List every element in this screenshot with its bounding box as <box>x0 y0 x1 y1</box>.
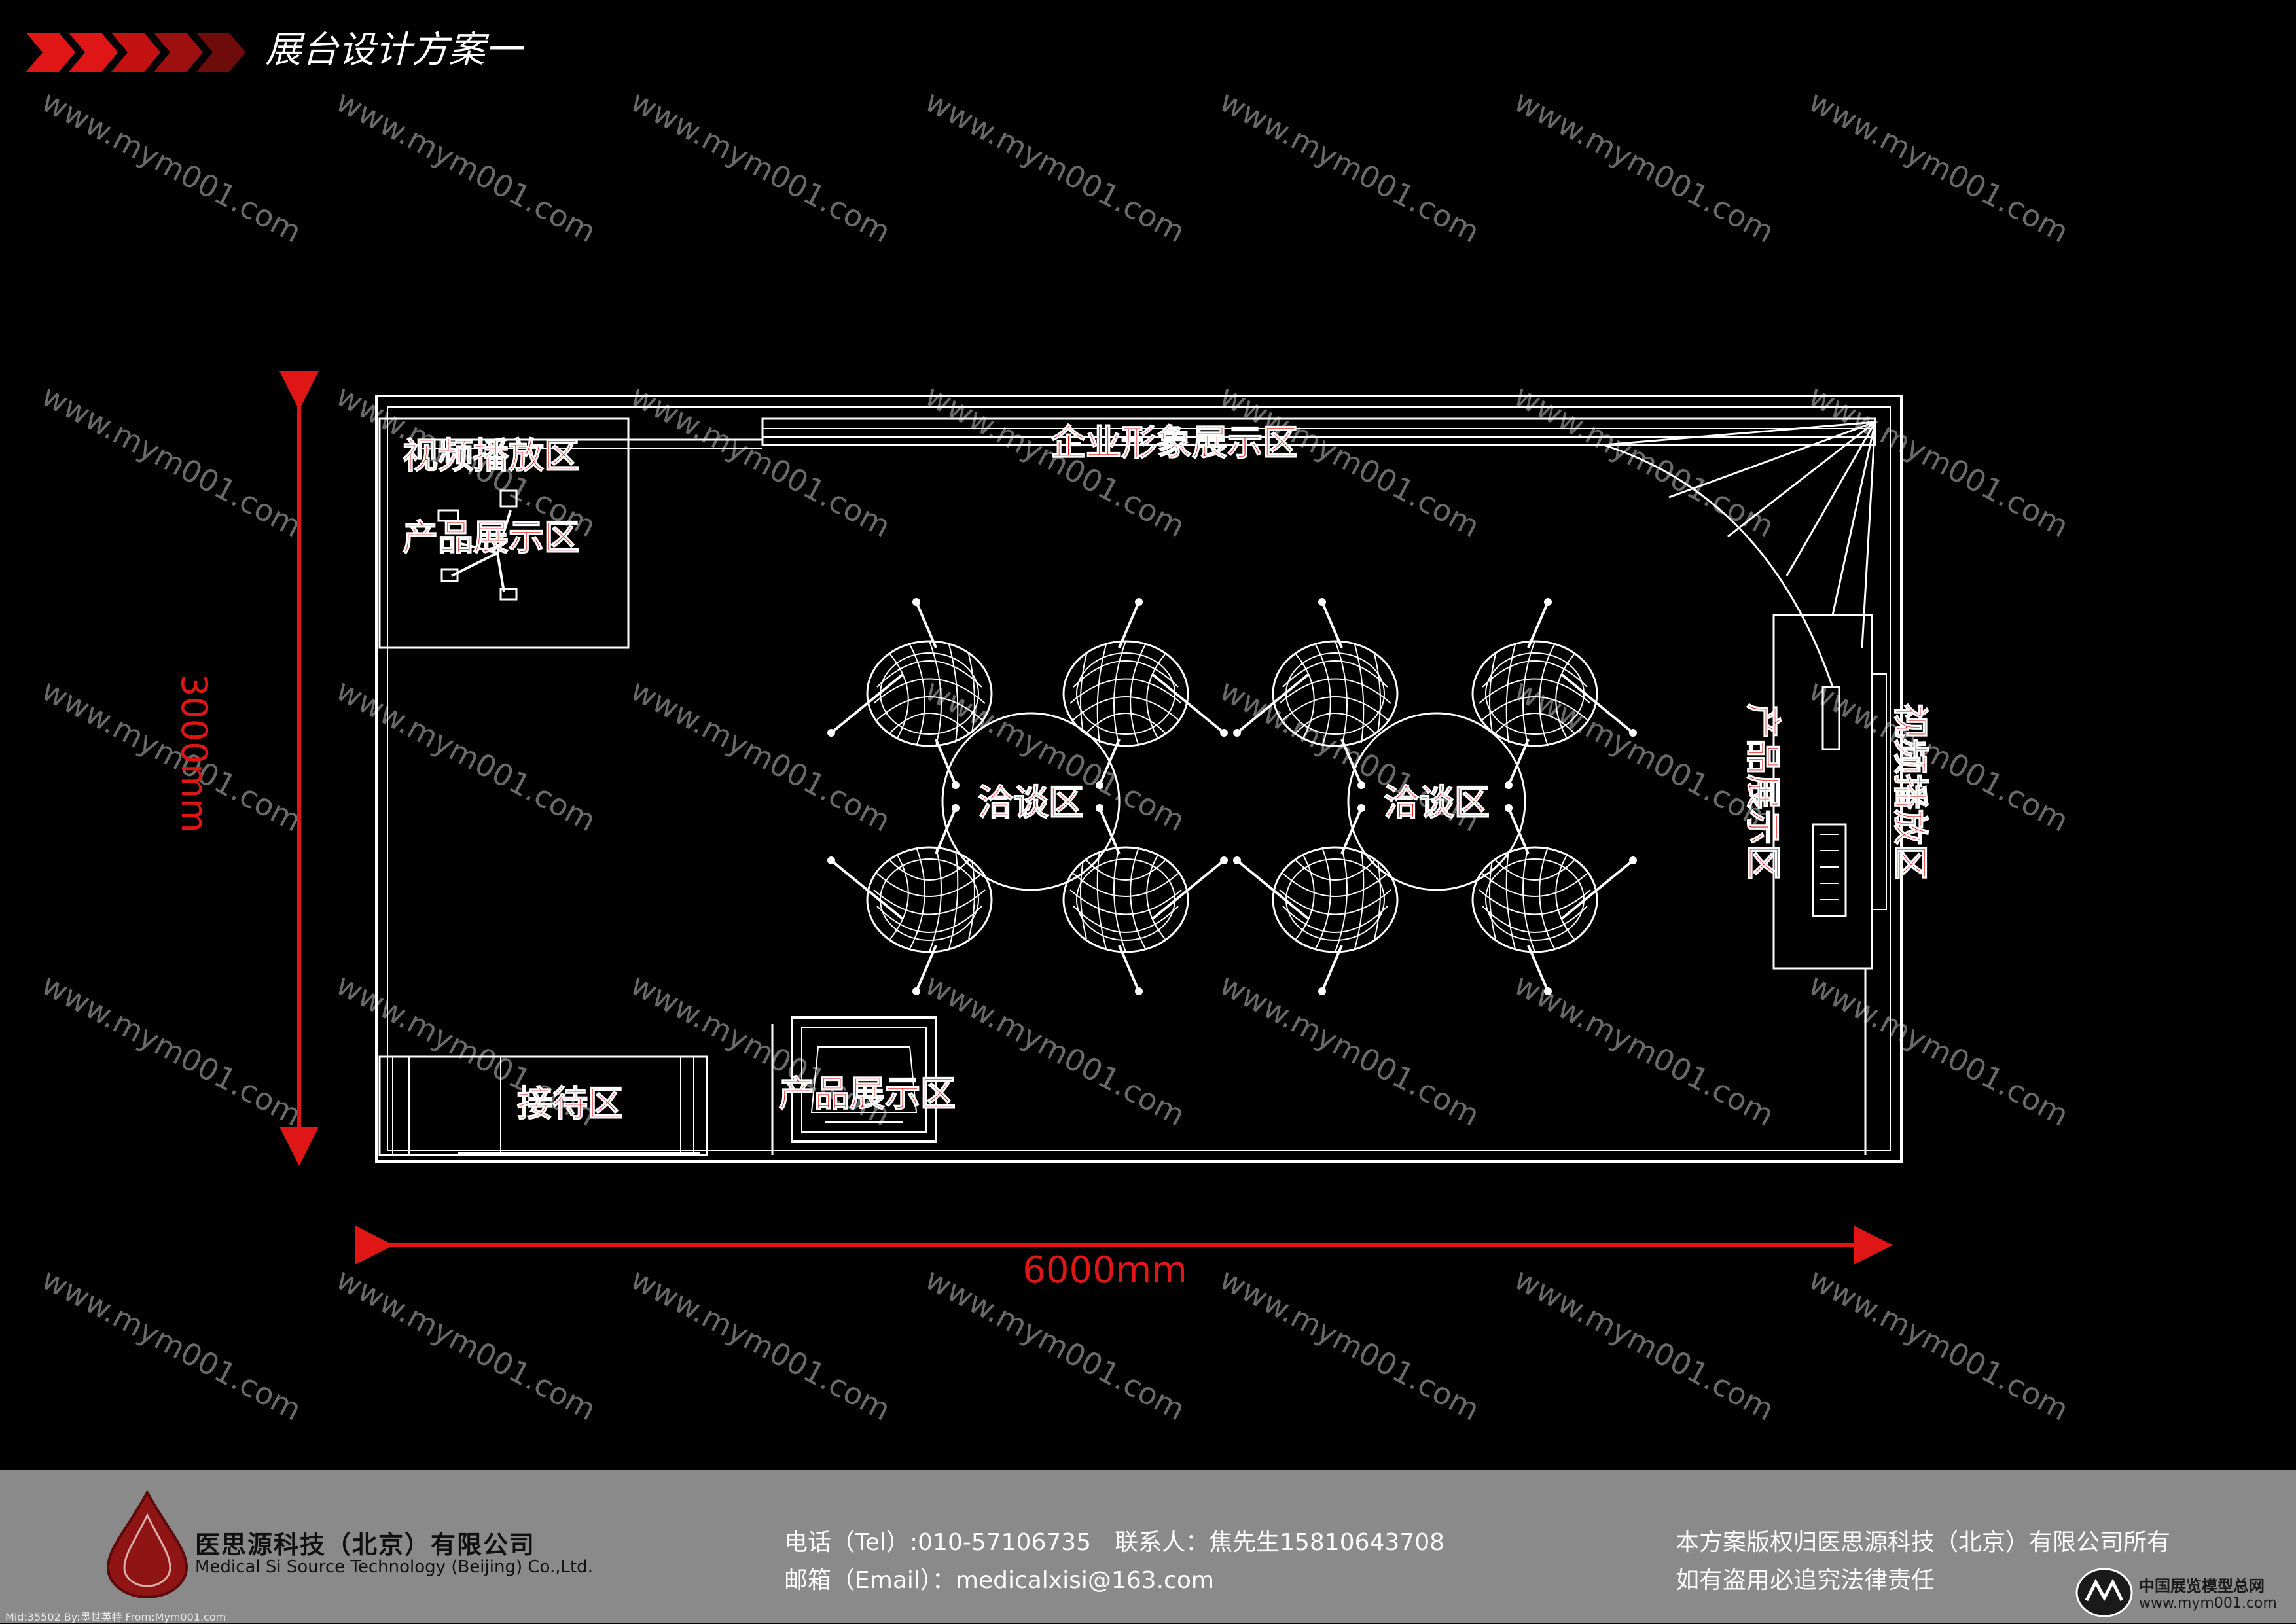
watermark-text: www.mym001.com <box>331 1261 602 1428</box>
dimension-depth-label: 3000mm <box>173 674 215 833</box>
negotiation-table-2 <box>1232 597 1638 997</box>
negotiation-table-1 <box>826 597 1229 997</box>
mid-tag: Mid:35502 By:墨世英特 From:Mym001.com <box>5 1611 226 1623</box>
corner-logo-text: 中国展览模型总网 <box>2139 1577 2265 1595</box>
zone-label-negotiation-1: 洽谈区 <box>978 782 1084 823</box>
watermark-text: www.mym001.com <box>36 378 308 544</box>
contact-phone: 电话（Tel）:010-57106735 联系人：焦先生15810643708 <box>784 1529 1445 1556</box>
watermark-text: www.mym001.com <box>625 378 897 544</box>
watermark-text: www.mym001.com <box>331 672 602 839</box>
watermark-text: www.mym001.com <box>331 83 602 250</box>
watermark-text: www.mym001.com <box>1509 1261 1780 1428</box>
zone-label-corporate: 企业形象展示区 <box>1050 422 1298 463</box>
watermark-text: www.mym001.com <box>625 83 897 250</box>
company-logo-icon <box>106 1489 188 1598</box>
zone-label-product-bottom: 产品展示区 <box>779 1073 956 1114</box>
watermark-text: www.mym001.com <box>625 1261 897 1428</box>
right-corner-fan <box>1603 421 1876 688</box>
zone-label-video-left: 视频播放区 <box>403 435 579 476</box>
watermark-text: www.mym001.com <box>1509 83 1780 250</box>
watermark-text: www.mym001.com <box>1214 83 1486 250</box>
watermark-text: www.mym001.com <box>920 966 1191 1133</box>
watermark-text: www.mym001.com <box>1509 672 1780 839</box>
page-title: 展台设计方案一 <box>265 29 524 71</box>
dimension-width-label: 6000mm <box>1022 1249 1187 1292</box>
video-product-area-left <box>378 417 630 649</box>
watermark-text: www.mym001.com <box>36 672 308 839</box>
contact-email: 邮箱（Email）：medicalxisi@163.com <box>784 1567 1214 1594</box>
product-cabinet-bottom <box>771 1016 937 1155</box>
footer-bar: 医思源科技（北京）有限公司 Medical Si Source Technolo… <box>0 1470 2296 1623</box>
booth-outline <box>375 395 1903 1163</box>
reception-desk <box>378 1055 708 1156</box>
watermark-text: www.mym001.com <box>1803 378 2075 544</box>
zone-label-video-right: 视频播放区 <box>1890 703 1931 880</box>
company-name-en: Medical Si Source Technology (Beijing) C… <box>195 1557 593 1577</box>
corner-url: www.mym001.com <box>2139 1595 2277 1612</box>
watermark-text: www.mym001.com <box>36 966 308 1133</box>
right-display-wall <box>1772 614 1887 1155</box>
zone-label-reception: 接待区 <box>517 1083 623 1124</box>
watermark-text: www.mym001.com <box>1803 83 2075 250</box>
corner-logo-icon <box>2075 1568 2133 1617</box>
watermark-text: www.mym001.com <box>36 1261 308 1428</box>
watermark-text: www.mym001.com <box>1214 966 1486 1133</box>
watermark-text: www.mym001.com <box>625 672 897 839</box>
dimension-depth: 3000mm <box>173 371 319 1166</box>
watermark-text: www.mym001.com <box>920 83 1191 250</box>
watermark-text: www.mym001.com <box>36 83 308 250</box>
watermark-text: www.mym001.com <box>1214 1261 1486 1428</box>
header-chevrons-icon <box>26 33 245 72</box>
watermark-text: www.mym001.com <box>1803 672 2075 839</box>
watermark-text: www.mym001.com <box>1803 1261 2075 1428</box>
copyright-line-2: 如有盗用必追究法律责任 <box>1676 1567 1935 1594</box>
copyright-line-1: 本方案版权归医思源科技（北京）有限公司所有 <box>1676 1529 2171 1556</box>
dimension-width: 6000mm <box>355 1226 1893 1292</box>
company-name-cn: 医思源科技（北京）有限公司 <box>195 1530 536 1559</box>
zone-label-product-right: 产品展示区 <box>1742 703 1784 880</box>
watermark-text: www.mym001.com <box>1803 966 2075 1133</box>
zone-label-product-left: 产品展示区 <box>403 517 579 558</box>
zone-label-negotiation-2: 洽谈区 <box>1384 782 1490 823</box>
